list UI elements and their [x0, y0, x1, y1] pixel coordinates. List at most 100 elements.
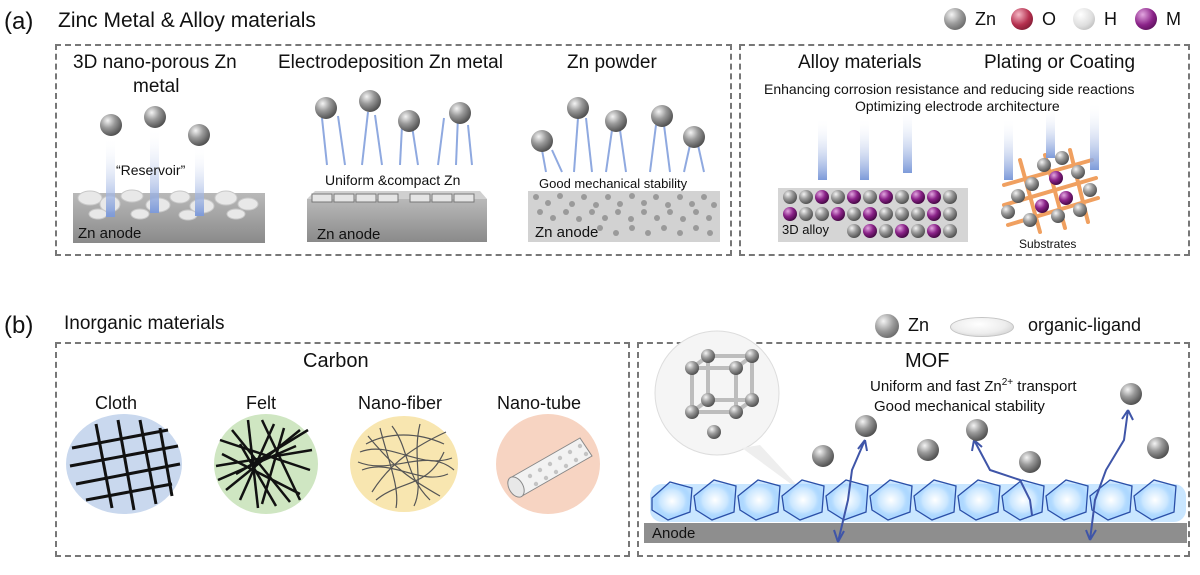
zn-ion [567, 97, 589, 119]
carbon-title: Carbon [303, 350, 369, 372]
electrodeposition-illustration [307, 90, 487, 242]
alloy-arrow-3 [903, 108, 912, 173]
zn-ion [1147, 437, 1169, 459]
coating-arrow-2 [1046, 108, 1055, 158]
mof-crystal-layer [650, 479, 1186, 522]
electro-title: Electrodeposition Zn metal [278, 52, 503, 73]
porous-note: “Reservoir” [116, 162, 186, 178]
zn-ion [812, 445, 834, 467]
carbon-nanofiber-illustration [350, 416, 458, 512]
carbon-cloth-label: Cloth [95, 393, 138, 413]
mof-anode-slab [644, 523, 1187, 543]
mof-zoom-cone [742, 445, 806, 495]
benefit-line-1: Enhancing corrosion resistance and reduc… [764, 81, 1135, 97]
mof-line-1-sup: 2+ [1001, 377, 1014, 388]
zn-ion [855, 415, 877, 437]
carbon-nanotube-illustration [496, 414, 600, 514]
mof-box [637, 342, 1190, 557]
mof-line-1: Uniform and fast Zn2+ transport [870, 377, 1077, 395]
legend-h-label: H [1104, 9, 1117, 29]
coating-arrow-3 [1090, 102, 1099, 170]
legend-m-label: M [1166, 9, 1181, 29]
zn-ion [1019, 451, 1041, 473]
powder-anode-slab [528, 191, 720, 242]
electro-note: Uniform &compact Zn [325, 172, 461, 188]
zn-ion [100, 114, 122, 136]
coating-illustration [1001, 102, 1100, 234]
zn-ion [531, 130, 553, 152]
alloy-base-label: 3D alloy [782, 222, 829, 237]
carbon-cloth-illustration [66, 414, 182, 514]
zinc-metal-box [55, 44, 732, 256]
panel-a-label: (a) [4, 8, 34, 35]
powder-base-label: Zn anode [535, 224, 599, 241]
mof-transport-arrows [833, 409, 1134, 543]
carbon-felt-label: Felt [246, 393, 277, 413]
zn-ion [683, 126, 705, 148]
porous-title-1: 3D nano-porous Zn [73, 52, 237, 73]
porous-arrow-1 [106, 137, 115, 217]
porous-title-2: metal [133, 76, 180, 97]
mof-line-1-tail: transport [1013, 378, 1077, 395]
electro-base-label: Zn anode [317, 226, 381, 243]
porous-illustration [73, 106, 265, 243]
porous-arrow-2 [150, 128, 159, 213]
mof-anode-label: Anode [652, 525, 696, 542]
benefit-line-2: Optimizing electrode architecture [855, 98, 1060, 114]
coating-base-label: Substrates [1019, 237, 1077, 251]
legend-b-ligand-label: organic-ligand [1028, 315, 1142, 335]
zn-ion [966, 419, 988, 441]
panel-b-label: (b) [4, 312, 34, 339]
o-legend-ball [1011, 8, 1033, 30]
carbon-nanofiber-label: Nano-fiber [358, 393, 443, 413]
electro-arrows [321, 111, 473, 166]
porous-base-label: Zn anode [78, 225, 142, 242]
zn-ion [1120, 383, 1142, 405]
mof-line-1-main: Uniform and fast Zn [870, 378, 1002, 395]
zn-ion [144, 106, 166, 128]
electro-deposit-layer [311, 193, 475, 203]
zn-ion [398, 110, 420, 132]
panel-a-title: Zinc Metal & Alloy materials [58, 9, 316, 32]
carbon-nanotube-label: Nano-tube [497, 393, 582, 413]
legend-b-zn-label: Zn [908, 315, 930, 335]
alloy-arrow-2 [860, 118, 869, 180]
mof-illustration [644, 330, 1187, 543]
mof-line-2: Good mechanical stability [874, 398, 1045, 415]
zn-ion [651, 105, 673, 127]
zn-ion [315, 97, 337, 119]
legend-zn-label: Zn [975, 9, 997, 29]
carbon-felt-illustration [214, 414, 318, 514]
carbon-box [55, 342, 630, 557]
mof-title: MOF [905, 350, 950, 372]
organic-ligand-legend-icon [950, 317, 1014, 337]
zn-ion [605, 110, 627, 132]
zn-legend-ball-b [875, 314, 899, 338]
alloy-atoms [783, 190, 957, 238]
zn-legend-ball [944, 8, 966, 30]
zn-ion [917, 439, 939, 461]
alloy-title: Alloy materials [798, 52, 922, 73]
electro-anode-slab [307, 199, 487, 242]
m-legend-ball [1135, 8, 1157, 30]
h-legend-ball [1073, 8, 1095, 30]
alloy-illustration [778, 108, 968, 242]
panel-b-title: Inorganic materials [64, 313, 225, 334]
coating-title: Plating or Coating [984, 52, 1136, 73]
alloy-arrow-1 [818, 118, 827, 180]
powder-grains [533, 193, 717, 236]
mof-cube-nodes [685, 349, 759, 439]
zn-ion [449, 102, 471, 124]
powder-illustration [528, 97, 720, 242]
powder-note: Good mechanical stability [539, 176, 688, 191]
coating-atoms [1001, 151, 1097, 227]
alloy-coating-box [739, 44, 1190, 256]
zn-ion [359, 90, 381, 112]
porous-arrow-3 [195, 146, 204, 216]
powder-arrows [541, 117, 705, 173]
coating-arrow-1 [1004, 118, 1013, 180]
zn-ion [188, 124, 210, 146]
powder-title: Zn powder [567, 52, 657, 73]
mof-zoom-bubble [654, 330, 780, 456]
